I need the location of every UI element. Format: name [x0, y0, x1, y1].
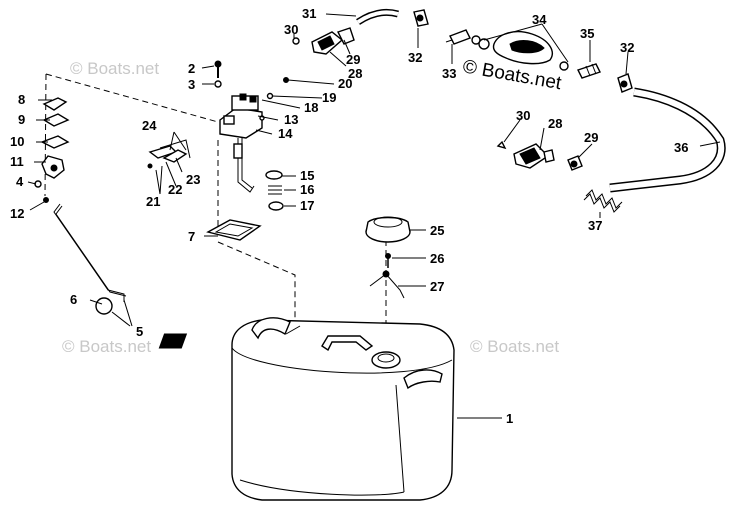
callout-6: 6: [70, 292, 77, 307]
gasket: [206, 219, 262, 241]
callout-28-right: 28: [548, 116, 562, 131]
callout-27: 27: [430, 279, 444, 294]
callout-4: 4: [16, 174, 24, 189]
callout-7: 7: [188, 229, 195, 244]
callout-5: 5: [136, 324, 143, 339]
callout-29-top: 29: [346, 52, 360, 67]
watermark-bottom-right: © Boats.net: [470, 337, 559, 356]
callout-32-right: 32: [620, 40, 634, 55]
callout-9: 9: [18, 112, 25, 127]
callout-33: 33: [442, 66, 456, 81]
callout-20: 20: [338, 76, 352, 91]
hose-connector-top: [292, 8, 429, 55]
primer-bulb: [445, 29, 633, 93]
callout-29-right: 29: [584, 130, 598, 145]
callout-36: 36: [674, 140, 688, 155]
callout-28-top: 28: [348, 66, 362, 81]
callout-35: 35: [580, 26, 594, 41]
watermark-top-left: © Boats.net: [70, 59, 159, 78]
float-arm-parts: [34, 97, 127, 315]
callout-25: 25: [430, 223, 444, 238]
callout-32-left: 32: [408, 50, 422, 65]
callout-3: 3: [188, 77, 195, 92]
callout-19: 19: [322, 90, 336, 105]
fuel-gauge-sender: [219, 93, 263, 193]
clip-assembly-21-24: [147, 139, 191, 169]
callout-23: 23: [186, 172, 200, 187]
callout-24: 24: [142, 118, 157, 133]
callout-13: 13: [284, 112, 298, 127]
callout-30-right: 30: [516, 108, 530, 123]
fuel-hose: [609, 87, 726, 193]
callout-11: 11: [10, 154, 24, 169]
callout-34: 34: [532, 12, 547, 27]
callout-22: 22: [168, 182, 182, 197]
callout-26: 26: [430, 251, 444, 266]
callout-30-top: 30: [284, 22, 298, 37]
callout-31: 31: [302, 6, 316, 21]
filler-cap-assembly: [365, 216, 411, 299]
callout-1: 1: [506, 411, 513, 426]
callout-10: 10: [10, 134, 24, 149]
callout-15: 15: [300, 168, 314, 183]
watermark-top-right: © Boats.net: [461, 56, 563, 94]
callout-labels: 1 2 3 4 5 6 7 8 9 10 11 12 13 14 15 16 1…: [10, 6, 688, 426]
fuel-tank: [158, 317, 455, 501]
callout-17: 17: [300, 198, 314, 213]
callout-18: 18: [304, 100, 318, 115]
callout-37: 37: [588, 218, 602, 233]
callout-8: 8: [18, 92, 25, 107]
callout-12: 12: [10, 206, 24, 221]
spring: [583, 189, 623, 213]
screw-assembly-2-3: [214, 60, 222, 88]
float-parts-15-17: [265, 170, 284, 211]
connector-right: [496, 140, 583, 171]
callout-2: 2: [188, 61, 195, 76]
callout-21: 21: [146, 194, 160, 209]
leader-lines: [27, 13, 721, 419]
callout-14: 14: [278, 126, 293, 141]
watermark-bottom-left: © Boats.net: [62, 337, 151, 356]
callout-16: 16: [300, 182, 314, 197]
